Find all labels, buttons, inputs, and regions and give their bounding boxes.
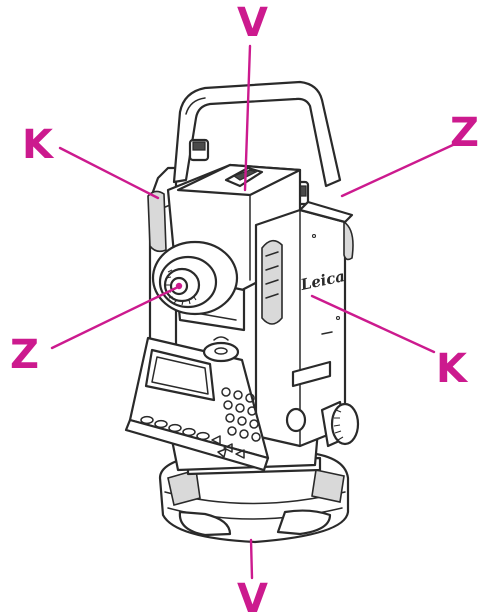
label-z-left: Z: [10, 332, 39, 378]
label-v-bottom: V: [237, 576, 268, 615]
tribrach-base: [158, 450, 350, 544]
label-z-right: Z: [450, 110, 479, 156]
tilting-axis-right-line: [340, 142, 457, 198]
label-v-top: V: [237, 0, 268, 46]
vertical-axis-top-line: [243, 44, 252, 192]
axis-lines: [50, 44, 457, 580]
collimation-axis-left-line: [50, 286, 178, 350]
vertical-axis-bottom-line: [249, 538, 254, 580]
tangent-screw-knob: [320, 220, 360, 448]
tilting-axis-left-line: [58, 146, 160, 200]
axis-labels: V V K K Z Z: [10, 0, 479, 615]
keyboard-panel: [124, 336, 270, 472]
eyepiece: [151, 240, 239, 316]
label-k-left: K: [22, 122, 55, 168]
function-keys: [140, 415, 210, 441]
numeric-keys: [221, 387, 261, 442]
arrow-keys: [211, 435, 245, 459]
label-k-right: K: [436, 346, 469, 392]
collimation-axis-right-line: [310, 294, 436, 354]
circular-level: [202, 336, 240, 363]
